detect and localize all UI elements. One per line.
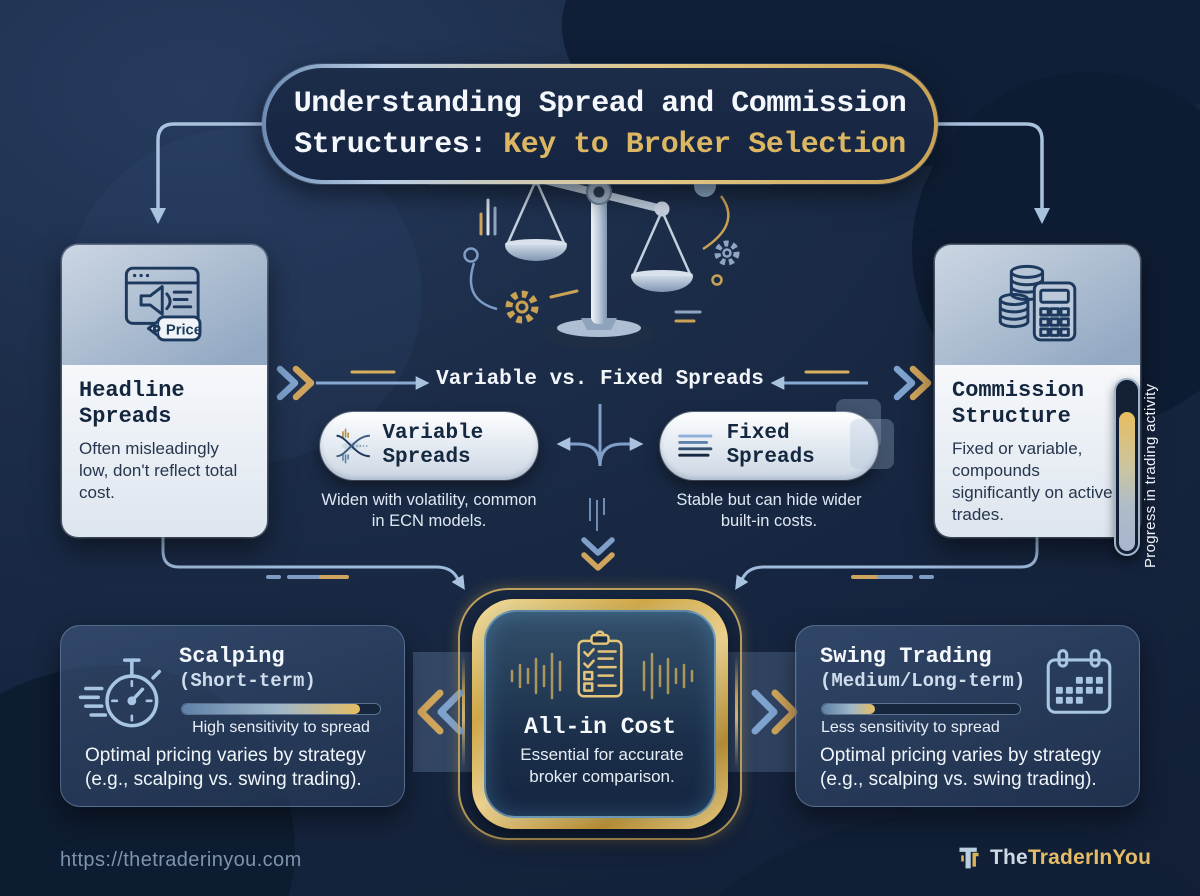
- bar-fill: [182, 704, 361, 714]
- title-line-2-prefix: Structures:: [294, 127, 487, 162]
- fixed-spreads-caption: Stable but can hide wider built-in costs…: [676, 491, 862, 530]
- bar-fill: [822, 704, 876, 714]
- variable-spreads-pill: Variable Spreads: [320, 412, 538, 480]
- title-line-2-highlight: Key to Broker Selection: [503, 127, 906, 162]
- balance-scale-illustration: [430, 164, 772, 349]
- swing-trading-card: Swing Trading (Medium/Long-term) Less se…: [795, 625, 1140, 807]
- scalping-subtitle: (Short-term): [179, 670, 316, 692]
- price-tag-label: Price: [165, 322, 201, 338]
- trading-activity-progress-label: Progress in trading activity: [1142, 383, 1159, 568]
- scalping-body: Optimal pricing varies by strategy (e.g.…: [85, 745, 366, 790]
- swing-sensitivity-label: Less sensitivity to spread: [821, 719, 1000, 736]
- card-icon-zone: Price: [62, 245, 267, 365]
- all-in-cost-outer-outline: [458, 588, 742, 840]
- swing-trading-subtitle: (Medium/Long-term): [820, 670, 1026, 692]
- headline-spreads-body: Often misleadingly low, don't reflect to…: [79, 439, 238, 502]
- left-card-to-frame-arrow: [161, 537, 465, 590]
- stopwatch-icon: [78, 658, 162, 728]
- brand-prefix: The: [990, 846, 1028, 869]
- card-text-zone: Headline Spreads Often misleadingly low,…: [62, 365, 267, 537]
- commission-structure-body: Fixed or variable, compounds significant…: [952, 439, 1113, 524]
- trader-in-you-logo-icon: [959, 847, 979, 869]
- gold-accent-line: [462, 656, 465, 768]
- right-card-to-frame-arrow: [735, 537, 1039, 590]
- all-in-cost-body: Essential for accurate broker comparison…: [520, 745, 684, 786]
- branch-arrows: [556, 404, 644, 531]
- brand-text: TheTraderInYou: [990, 846, 1151, 870]
- card-text-zone: Commission Structure Fixed or variable, …: [935, 365, 1140, 537]
- fixed-spreads-label: Fixed Spreads: [726, 422, 815, 469]
- swing-trading-body: Optimal pricing varies by strategy (e.g.…: [820, 745, 1101, 790]
- commission-structure-title: Commission Structure: [952, 378, 1085, 429]
- card-icon-zone: [935, 245, 1140, 365]
- scalping-card: Scalping (Short-term) High sensitivity t…: [60, 625, 405, 807]
- gear-icon: [714, 240, 740, 266]
- spread-lines-icon: [678, 434, 713, 457]
- title-line-2: Structures: Key to Broker Selection: [294, 126, 906, 164]
- title-to-left-card-arrow: [149, 122, 300, 225]
- headline-spreads-title: Headline Spreads: [79, 378, 185, 429]
- gear-icon: [505, 290, 539, 324]
- brand-suffix: TraderInYou: [1027, 846, 1152, 869]
- title-to-right-card-arrow: [900, 122, 1051, 225]
- title-line-1: Understanding Spread and Commission: [293, 86, 907, 121]
- swing-sensitivity-bar: [821, 703, 1021, 715]
- site-url: https://thetraderinyou.com: [60, 849, 302, 871]
- chevron-right-icon: [276, 365, 315, 401]
- volatility-curve-icon: [336, 428, 370, 464]
- comparison-heading: Variable vs. Fixed Spreads: [436, 368, 764, 391]
- chevron-right-icon: [893, 365, 932, 401]
- price-announcement-icon: Price: [124, 266, 201, 342]
- title-banner: Understanding Spread and Commission Stru…: [262, 64, 938, 184]
- all-in-cost-title: All-in Cost: [524, 714, 676, 740]
- waveform-decoration: [510, 652, 694, 700]
- variable-spreads-label: Variable Spreads: [382, 422, 484, 469]
- checklist-clipboard-icon: [577, 630, 623, 698]
- commission-structure-card: Commission Structure Fixed or variable, …: [935, 245, 1140, 537]
- chevron-down-icon: [581, 537, 615, 571]
- decorative-square: [850, 419, 894, 469]
- fixed-spreads-pill: Fixed Spreads: [660, 412, 878, 480]
- swing-trading-title: Swing Trading: [820, 644, 992, 669]
- chevron-right-icon: [751, 689, 798, 735]
- scalping-sensitivity-bar: [181, 703, 381, 715]
- all-in-cost-card: All-in Cost Essential for accurate broke…: [484, 610, 716, 818]
- gold-accent-line: [735, 656, 738, 768]
- chevron-left-icon: [417, 689, 464, 735]
- progress-fill: [1119, 411, 1135, 551]
- scalping-sensitivity-label: High sensitivity to spread: [192, 719, 370, 736]
- headline-spreads-card: Price Headline Spreads Often misleadingl…: [62, 245, 267, 537]
- coins-calculator-icon: [998, 264, 1076, 342]
- brand-logo: TheTraderInYou: [956, 843, 1151, 873]
- trading-activity-progress-bar: [1114, 378, 1140, 556]
- scalping-title: Scalping: [179, 644, 285, 669]
- variable-spreads-caption: Widen with volatility, common in ECN mod…: [321, 491, 537, 530]
- calendar-icon: [1046, 649, 1112, 714]
